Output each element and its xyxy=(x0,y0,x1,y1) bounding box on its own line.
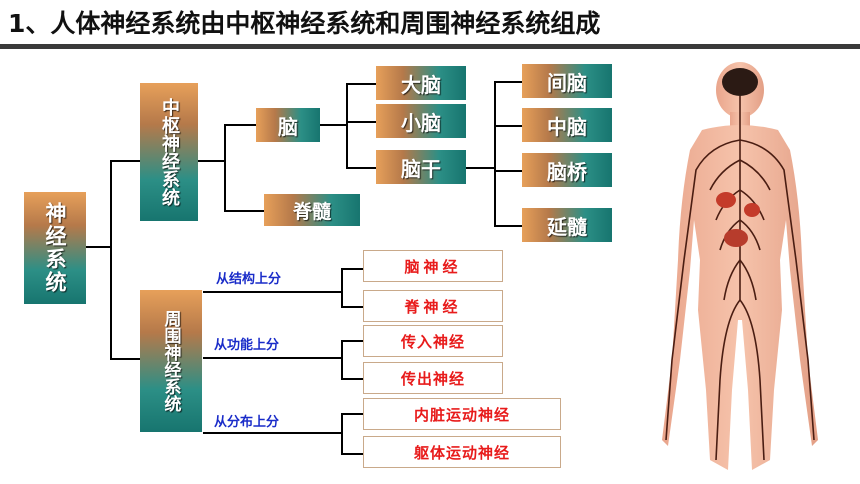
nerve-lines xyxy=(665,96,815,461)
central-label: 中枢神经系统 xyxy=(159,98,180,206)
brain-box: 脑 xyxy=(256,108,320,142)
root-box-nervous-system: 神经系统 xyxy=(24,192,86,304)
page-title: 1、人体神经系统由中枢神经系统和周围神经系统组成 xyxy=(8,9,601,38)
group-basis-structure: 从结构上分 xyxy=(216,272,282,287)
nerve-box-efferent: 传出神经 xyxy=(363,362,503,394)
brainstem-part-pons: 脑桥 xyxy=(522,153,612,187)
nerve-box-somatic-motor: 躯体运动神经 xyxy=(363,436,561,468)
brainstem-part-diencephalon: 间脑 xyxy=(522,64,612,98)
root-label: 神经系统 xyxy=(43,202,68,294)
nervous-system-body-illustration xyxy=(662,62,818,470)
nerve-box-afferent: 传入神经 xyxy=(363,325,503,357)
nerve-box-spinal: 脊神经 xyxy=(363,290,503,322)
peripheral-nervous-system-box: 周围神经系统 xyxy=(140,290,202,432)
spinal-cord-box: 脊髓 xyxy=(264,194,360,226)
internal-organs xyxy=(716,192,760,247)
brain-part-cerebellum: 小脑 xyxy=(376,104,466,138)
group-basis-function: 从功能上分 xyxy=(214,338,280,353)
brainstem-part-midbrain: 中脑 xyxy=(522,108,612,142)
brain-part-cerebrum: 大脑 xyxy=(376,66,466,100)
brain-part-brainstem: 脑干 xyxy=(376,150,466,184)
title-divider xyxy=(0,44,860,49)
nerve-box-cranial: 脑神经 xyxy=(363,250,503,282)
brainstem-part-medulla: 延髓 xyxy=(522,208,612,242)
group-basis-distribution: 从分布上分 xyxy=(214,415,280,430)
peripheral-label: 周围神经系统 xyxy=(160,310,181,412)
brain-shape xyxy=(722,68,758,96)
central-nervous-system-box: 中枢神经系统 xyxy=(140,83,198,221)
nerve-box-visceral-motor: 内脏运动神经 xyxy=(363,398,561,430)
